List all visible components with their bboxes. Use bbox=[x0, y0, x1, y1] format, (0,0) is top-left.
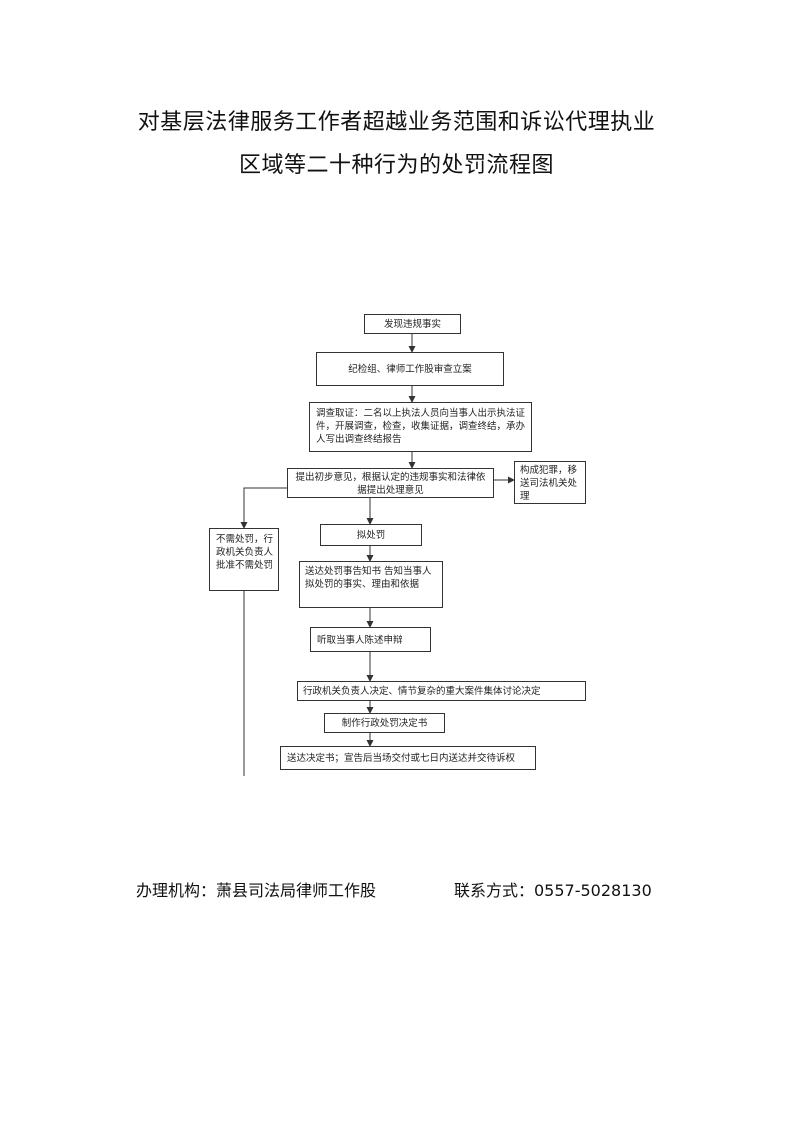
step-discover: 发现违规事实 bbox=[364, 314, 461, 334]
step-deliver: 送达决定书；宣告后当场交付或七日内送达并交待诉权 bbox=[280, 746, 536, 770]
step-investigate: 调查取证：二名以上执法人员向当事人出示执法证件，开展调查，检查，收集证据，调查终… bbox=[309, 402, 532, 452]
step-opinion: 提出初步意见，根据认定的违规事实和法律依据提出处理意见 bbox=[287, 468, 494, 498]
step-hearing: 听取当事人陈述申辩 bbox=[310, 627, 431, 652]
arrow-opinion-nopenalty bbox=[240, 487, 287, 529]
step-propose: 拟处罚 bbox=[320, 524, 422, 546]
footer-contact: 联系方式：0557-5028130 bbox=[454, 881, 652, 900]
step-notice: 送达处罚事告知书 告知当事人拟处罚的事实、理由和依据 bbox=[299, 561, 443, 608]
step-crime: 构成犯罪，移送司法机关处理 bbox=[514, 461, 586, 504]
step-no-penalty: 不需处罚，行政机关负责人批准不需处罚 bbox=[209, 528, 279, 591]
step-decide: 行政机关负责人决定、情节复杂的重大案件集体讨论决定 bbox=[297, 681, 586, 701]
step-review: 纪检组、律师工作股审查立案 bbox=[316, 352, 504, 386]
page-title-line2: 区域等二十种行为的处罚流程图 bbox=[238, 153, 554, 178]
step-make-decision: 制作行政处罚决定书 bbox=[324, 713, 445, 733]
footer-agency: 办理机构：萧县司法局律师工作股 bbox=[136, 881, 377, 900]
page-title-line1: 对基层法律服务工作者超越业务范围和诉讼代理执业 bbox=[137, 110, 656, 135]
